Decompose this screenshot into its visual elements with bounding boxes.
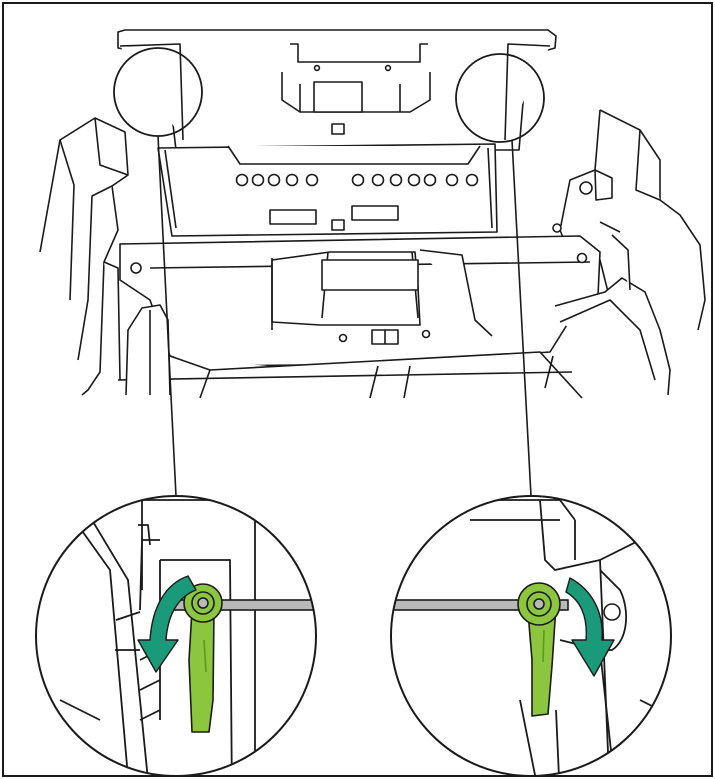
- highlight-circle-right: [455, 53, 545, 143]
- leader-line-left: [157, 135, 177, 497]
- roller-shaft-right: [391, 599, 569, 611]
- rotate-arrow-right: [565, 577, 615, 677]
- rotate-arrow-left: [137, 575, 197, 673]
- lock-lever-left: [183, 583, 223, 733]
- detail-callout-left: [35, 495, 317, 777]
- lock-lever-right: [517, 582, 561, 717]
- scanner-body: [39, 29, 706, 399]
- leader-line-right: [511, 139, 532, 497]
- detail-callout-right: [390, 495, 672, 777]
